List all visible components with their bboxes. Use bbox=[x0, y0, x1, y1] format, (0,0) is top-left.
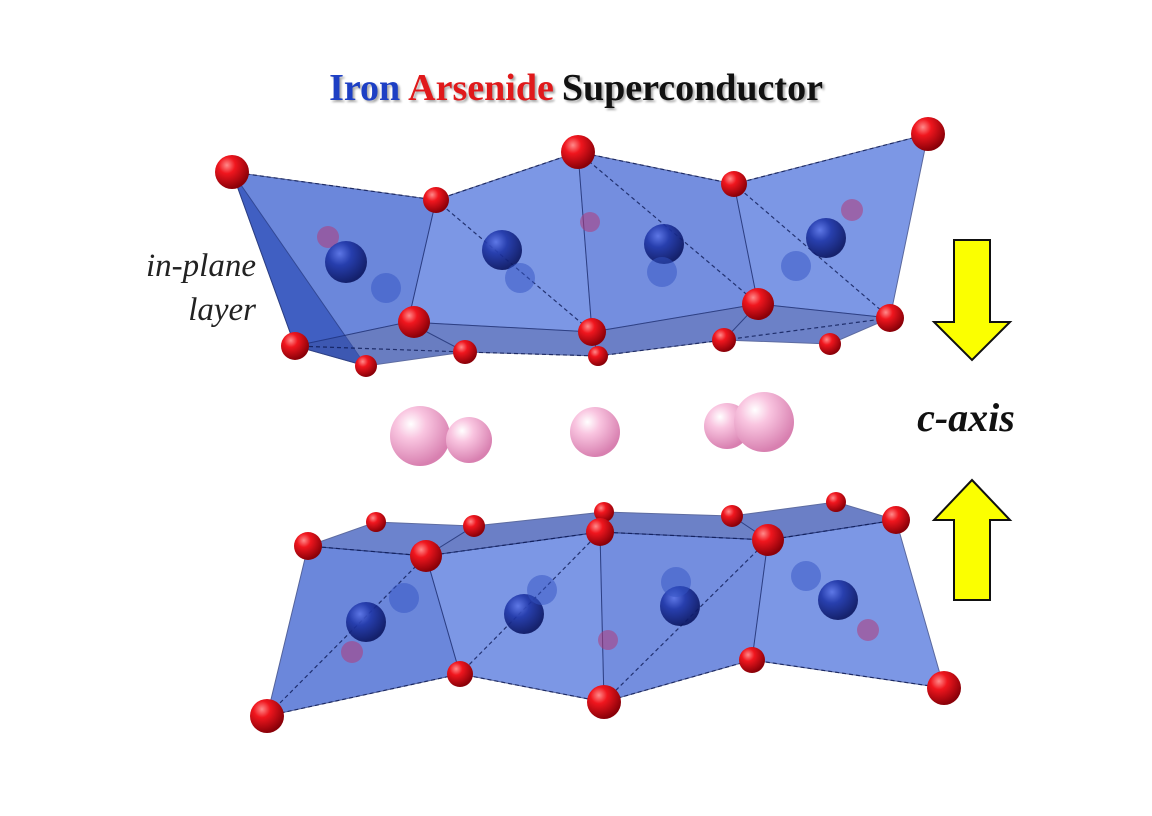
c-axis-label: c-axis bbox=[917, 395, 1015, 440]
layer-label-line2: layer bbox=[188, 292, 256, 328]
upper-layer bbox=[215, 117, 945, 377]
arrow-up-icon bbox=[931, 478, 1013, 601]
lower-layer bbox=[250, 492, 961, 733]
iron-atom bbox=[325, 218, 846, 303]
layer-label-line1: in-plane bbox=[146, 248, 256, 284]
title-superconductor: Superconductor bbox=[561, 67, 823, 109]
arsenic-atom bbox=[250, 492, 961, 733]
arsenic-atom bbox=[215, 117, 945, 377]
title-iron: Iron bbox=[329, 67, 401, 109]
spacer-atom bbox=[390, 392, 794, 466]
iron-atom bbox=[346, 561, 858, 642]
in-plane-layer-label: in-plane layer bbox=[80, 244, 256, 332]
title-arsenide: Arsenide bbox=[408, 67, 554, 109]
arrow-down-icon bbox=[931, 239, 1013, 362]
